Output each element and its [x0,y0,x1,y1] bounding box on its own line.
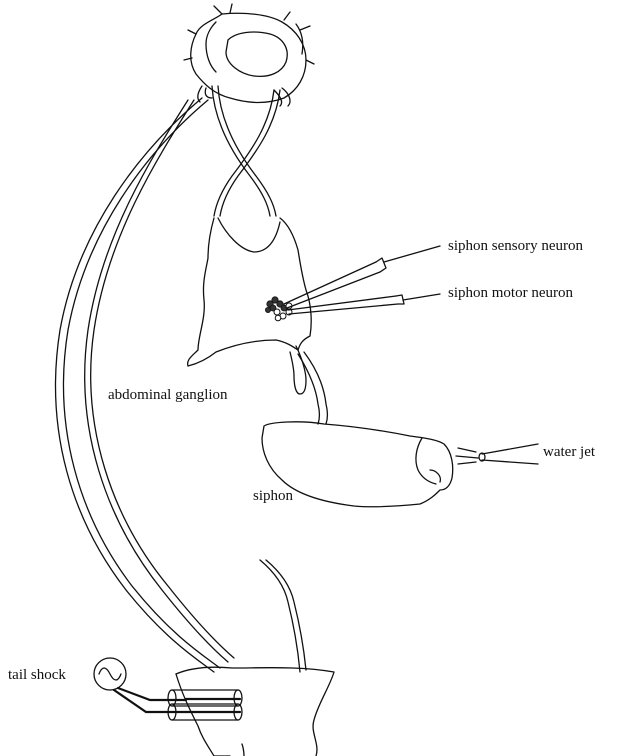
head-ganglia [184,4,314,106]
label-siphon-motor-neuron: siphon motor neuron [448,285,573,301]
pleuro-abdominal-connectives [212,86,280,216]
label-siphon-sensory-neuron: siphon sensory neuron [448,238,583,254]
water-jet-nozzle-icon [456,444,538,464]
label-abdominal-ganglion: abdominal ganglion [108,387,228,403]
neuron-cell-cluster [265,297,292,321]
sensory-microelectrode-icon [284,246,440,308]
pedal-nerves [56,98,306,672]
label-tail-shock: tail shock [8,667,66,683]
label-water-jet: water jet [543,444,596,460]
tail-electrode-icon [168,690,242,720]
label-siphon: siphon [253,488,294,504]
